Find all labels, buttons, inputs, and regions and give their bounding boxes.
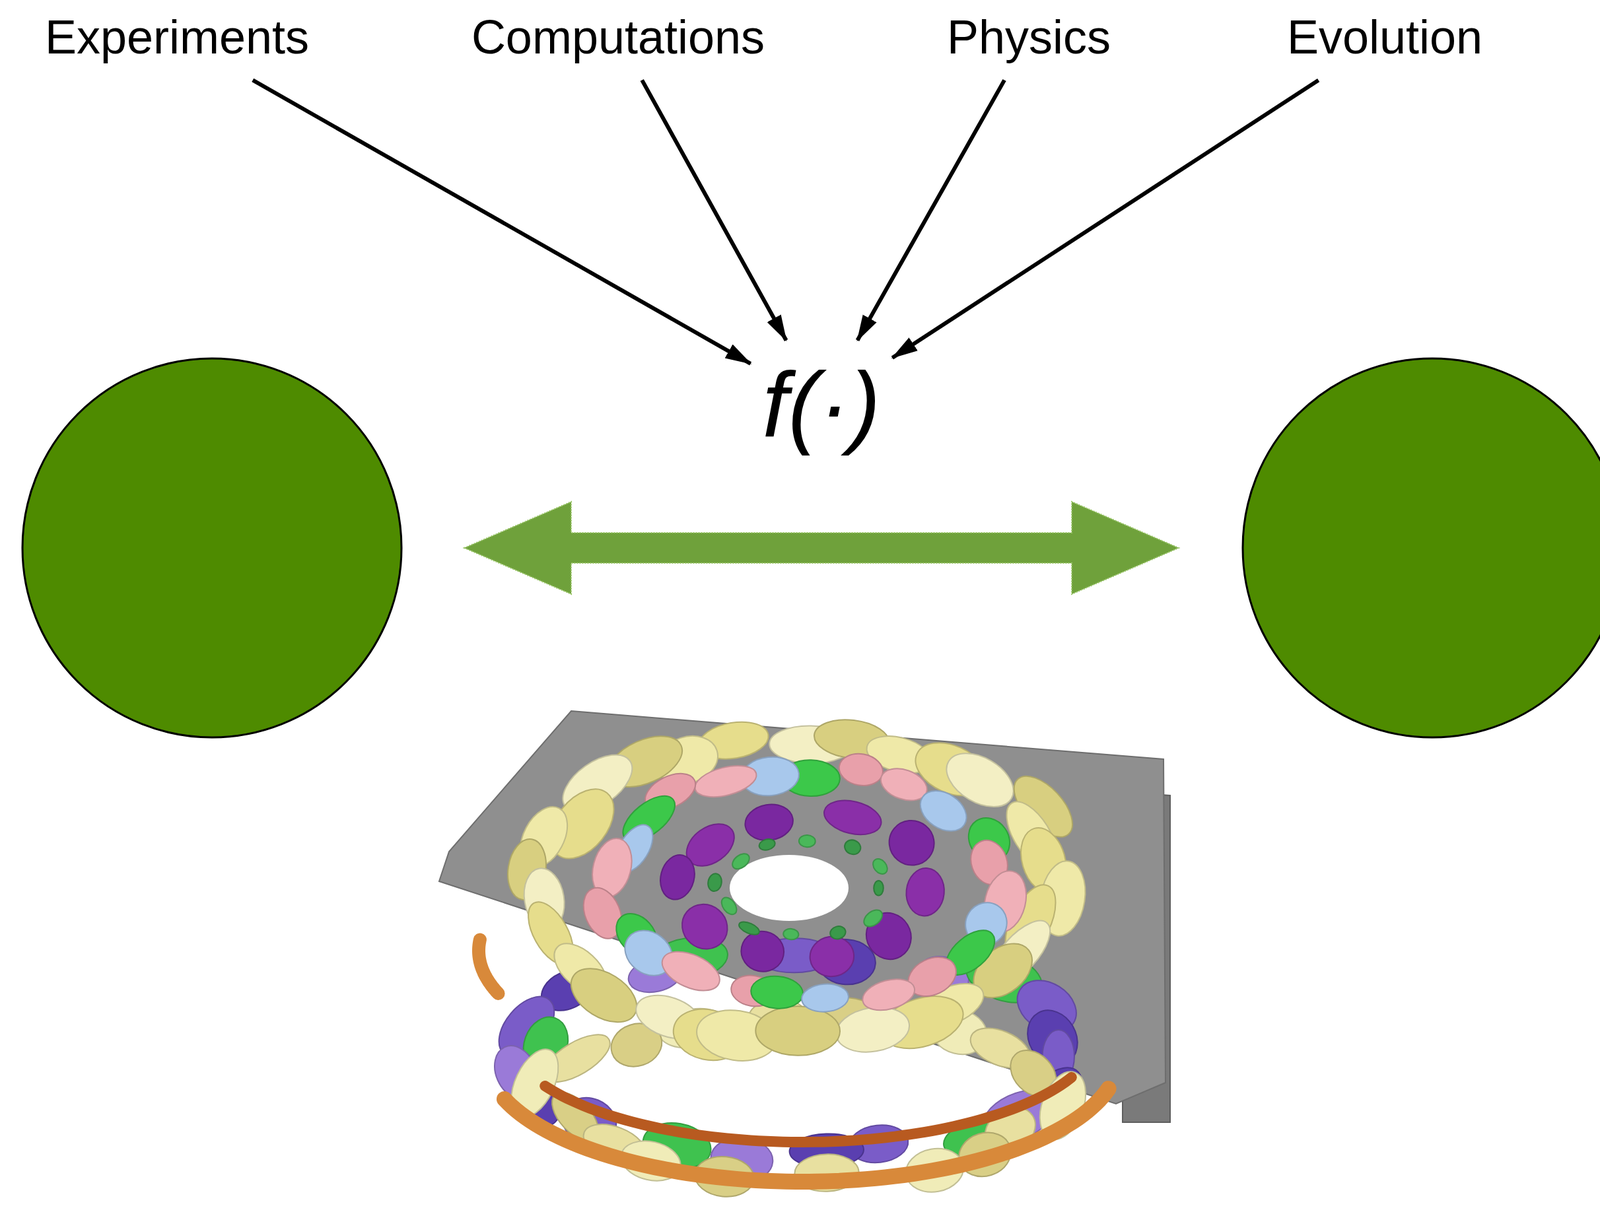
orange-filament	[504, 1088, 1109, 1183]
protein-blob	[836, 750, 886, 790]
node-label: Experiments	[44, 9, 310, 65]
protein-blob	[828, 925, 848, 941]
orange-filament	[478, 939, 499, 994]
protein-blob	[783, 928, 800, 941]
protein-blob	[656, 944, 726, 1000]
input-arrow	[892, 79, 1319, 358]
protein-blob	[859, 973, 918, 1016]
protein-blob	[749, 974, 804, 1011]
protein-blob	[799, 835, 816, 848]
protein-blob	[737, 927, 788, 976]
node-label: f(·)	[762, 351, 881, 458]
protein-blob	[655, 851, 700, 904]
double-arrow	[464, 501, 1179, 595]
protein-blob	[842, 837, 864, 858]
protein-blob	[755, 1006, 841, 1057]
protein-blob	[800, 982, 850, 1014]
green-circle	[1242, 358, 1600, 738]
protein-blob	[736, 919, 761, 938]
text-node: Evolution	[1283, 7, 1487, 68]
node-label: Evolution	[1286, 9, 1483, 65]
protein-blob	[758, 837, 777, 852]
protein-blob	[742, 800, 796, 844]
pore-hole	[729, 855, 849, 922]
protein-blob	[857, 904, 920, 969]
protein-blob	[870, 856, 891, 877]
text-node: Physics	[942, 7, 1115, 68]
protein-blob	[729, 851, 753, 873]
node-label: Physics	[946, 9, 1111, 65]
protein-blob	[832, 1002, 913, 1058]
protein-blob	[820, 795, 885, 840]
protein-blob	[904, 866, 947, 918]
node-label: Computations	[471, 9, 765, 65]
protein-blob	[691, 760, 760, 803]
green-circle	[22, 358, 402, 738]
protein-blob	[706, 872, 724, 893]
protein-blob	[861, 906, 886, 930]
membrane-sheet	[439, 711, 1166, 1105]
protein-blob	[807, 933, 858, 980]
text-node: f(·)	[758, 348, 885, 461]
orange-filament	[544, 1077, 1072, 1143]
text-node: Computations	[467, 7, 769, 68]
input-arrow	[641, 79, 786, 341]
text-node: Experiments	[40, 7, 314, 68]
pore-complex-render	[439, 711, 1171, 1200]
protein-blob	[718, 894, 740, 918]
protein-blob	[873, 880, 884, 897]
protein-blob	[561, 958, 647, 1034]
protein-blob	[880, 811, 943, 875]
input-arrow	[252, 79, 751, 364]
